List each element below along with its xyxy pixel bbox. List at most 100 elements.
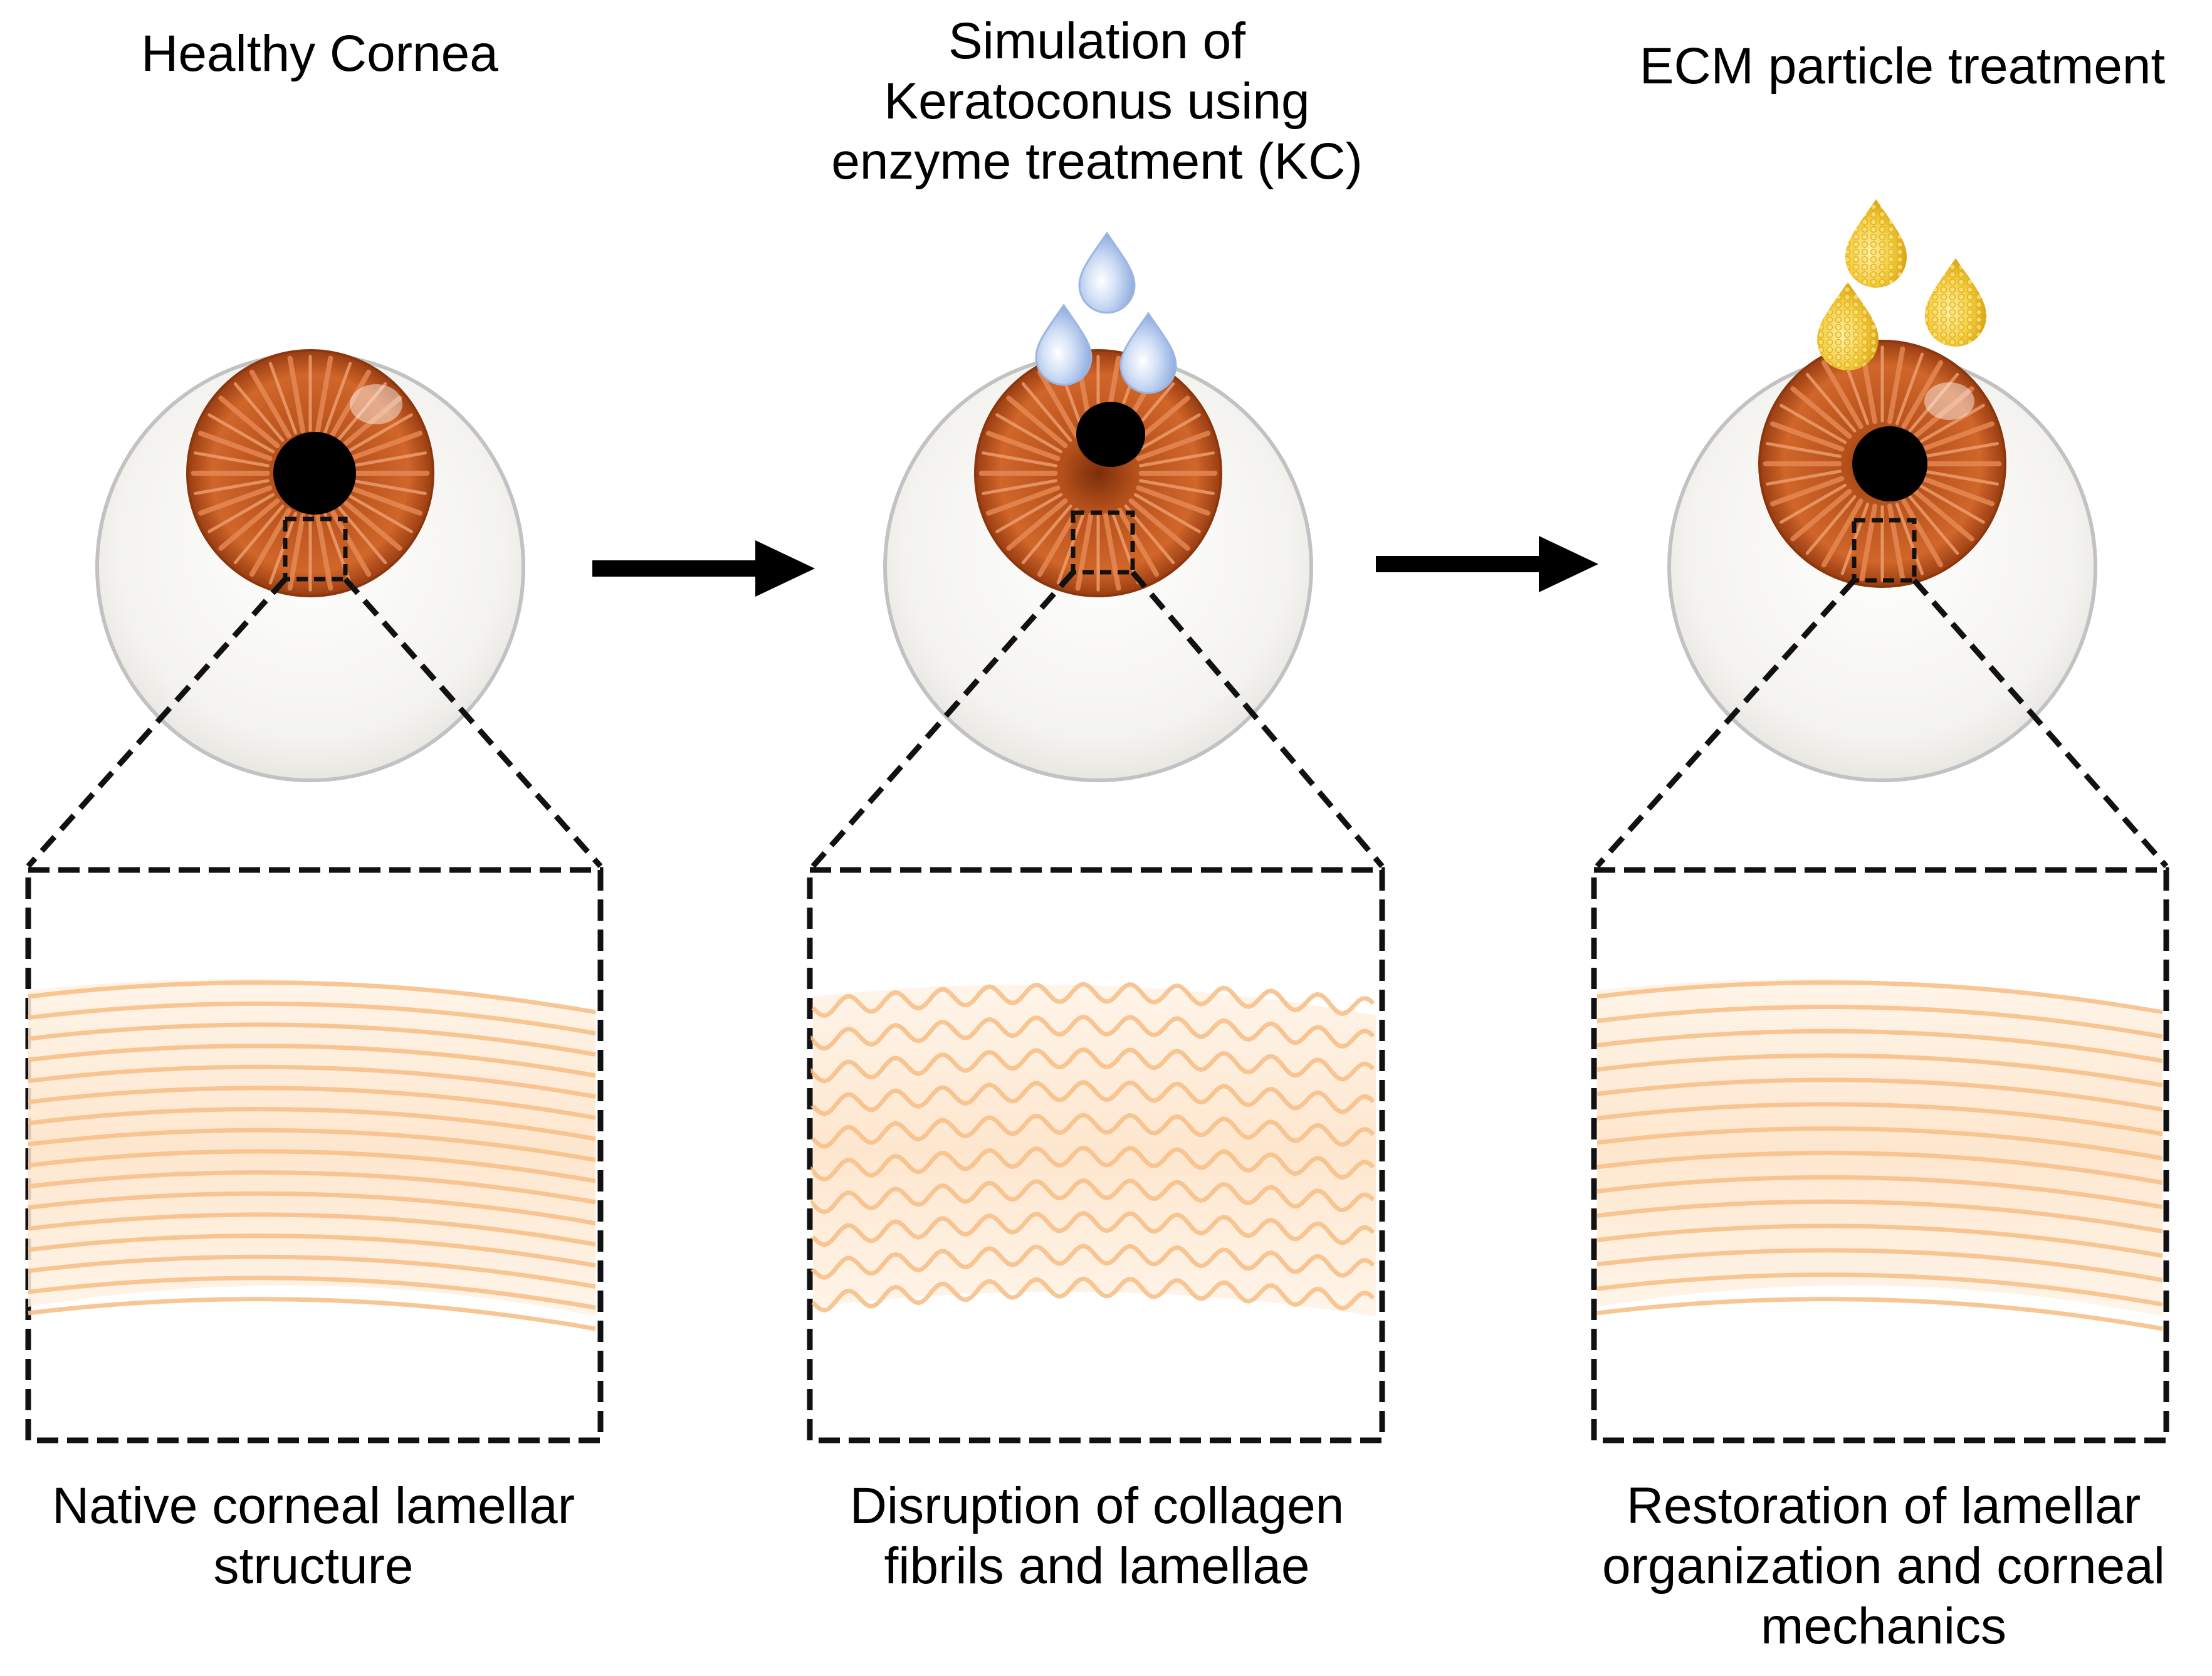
caption-line: fibrils and lamellae bbox=[884, 1537, 1310, 1595]
iris-fiber bbox=[315, 513, 333, 591]
lamella-line bbox=[810, 1178, 1375, 1215]
zoom-lines bbox=[1595, 578, 2169, 869]
title-line: enzyme treatment (KC) bbox=[831, 132, 1363, 190]
iris-fiber bbox=[345, 493, 413, 533]
iris-fiber bbox=[1901, 498, 1944, 568]
iris-fiber bbox=[287, 355, 306, 434]
lamella-line bbox=[28, 980, 596, 1015]
iris-fiber bbox=[1136, 485, 1210, 516]
iris-fiber bbox=[1075, 513, 1094, 591]
panel-keratoconus bbox=[807, 231, 1385, 1443]
lamella-line bbox=[1596, 1029, 2163, 1064]
iris-fiber bbox=[207, 413, 275, 454]
eye-keratoconus bbox=[883, 349, 1313, 782]
iris-fiber bbox=[345, 413, 413, 454]
eye-highlight bbox=[1924, 382, 1974, 420]
iris-fiber bbox=[218, 395, 280, 448]
iris-fiber bbox=[1006, 498, 1068, 551]
panel-title-ecm: ECM particle treatment bbox=[1595, 36, 2209, 97]
iris-fiber bbox=[249, 508, 291, 577]
iris-fiber bbox=[198, 431, 273, 461]
lamella-line bbox=[810, 1080, 1375, 1116]
iris-fiber bbox=[268, 511, 298, 585]
process-arrow-1 bbox=[592, 540, 815, 597]
caption-line: organization and corneal bbox=[1601, 1537, 2166, 1595]
pupil bbox=[1852, 426, 1927, 501]
iris-fiber bbox=[1021, 382, 1072, 442]
iris-fiber bbox=[1770, 421, 1845, 452]
lamella-line bbox=[1596, 980, 2163, 1015]
lamella-line bbox=[1596, 1151, 2163, 1185]
iris-fiber bbox=[351, 451, 427, 468]
zoom-box bbox=[807, 867, 1385, 1443]
iris-fiber bbox=[1917, 483, 1985, 524]
iris-fiber bbox=[1770, 476, 1845, 506]
panel-title-healthy: Healthy Cornea bbox=[60, 24, 580, 84]
lamella-line bbox=[28, 1275, 596, 1310]
iris-fiber bbox=[1821, 360, 1863, 429]
iris-fiber bbox=[1840, 502, 1870, 575]
iris-fiber bbox=[982, 451, 1057, 468]
iris-fiber bbox=[1887, 346, 1905, 424]
lamella-line bbox=[28, 1254, 596, 1289]
lamella-line bbox=[810, 1047, 1375, 1084]
iris-fiber bbox=[233, 505, 285, 565]
iris-fiber bbox=[1780, 404, 1847, 444]
lamella-line bbox=[811, 1276, 1375, 1313]
zoom-region-box bbox=[283, 516, 348, 582]
iris-fiber bbox=[1912, 386, 1974, 439]
iris-fiber bbox=[1790, 386, 1852, 439]
lamella-line bbox=[810, 1244, 1375, 1280]
panel-caption-healthy: Native corneal lamellar structure bbox=[9, 1476, 617, 1596]
eye-treated bbox=[1667, 340, 2097, 782]
lamella-line bbox=[1596, 1223, 2163, 1258]
iris-fiber bbox=[1037, 508, 1079, 577]
iris-fiber bbox=[986, 431, 1061, 461]
lamella-line bbox=[1596, 1004, 2163, 1039]
iris-fiber bbox=[995, 413, 1063, 454]
zoom-box bbox=[1591, 867, 2169, 1443]
iris-fiber bbox=[1133, 413, 1201, 454]
iris-fiber bbox=[348, 485, 422, 516]
enzyme-drop bbox=[1035, 303, 1093, 386]
iris-fiber bbox=[194, 479, 270, 495]
iris-fiber bbox=[207, 493, 275, 533]
iris-fiber bbox=[1136, 431, 1210, 461]
lamella-line bbox=[811, 982, 1375, 1019]
iris-fiber bbox=[1923, 442, 1999, 458]
iris-fiber bbox=[1139, 451, 1215, 468]
iris-fiber bbox=[351, 479, 427, 495]
panel-ecm-treatment bbox=[1591, 199, 2169, 1443]
zoom-region-box bbox=[1071, 510, 1135, 575]
iris-fiber bbox=[1117, 508, 1160, 577]
caption-line: mechanics bbox=[1761, 1597, 2006, 1655]
iris-fiber bbox=[1908, 372, 1959, 432]
caption-line: Disruption of collagen bbox=[849, 1477, 1344, 1534]
iris-fiber bbox=[1923, 469, 1999, 486]
iris-fiber bbox=[1133, 493, 1201, 533]
iris-fiber bbox=[1917, 404, 1985, 444]
enzyme-drops bbox=[1035, 231, 1177, 394]
panel-healthy bbox=[25, 349, 604, 1443]
lamellae-disrupted bbox=[810, 982, 1376, 1316]
lamella-line bbox=[28, 1233, 596, 1268]
iris-fiber bbox=[1912, 489, 1974, 542]
iris-fiber bbox=[1103, 513, 1121, 591]
zoom-lines bbox=[810, 570, 1385, 868]
iris-fiber bbox=[1821, 498, 1863, 568]
panel-caption-keratoconus: Disruption of collagen fibrils and lamel… bbox=[790, 1476, 1404, 1596]
enzyme-drop bbox=[1078, 231, 1136, 314]
iris-fiber bbox=[1037, 369, 1079, 439]
lamella-line bbox=[28, 1191, 596, 1226]
iris-fiber bbox=[1920, 476, 1994, 506]
lamella-line bbox=[28, 1149, 596, 1183]
iris bbox=[974, 349, 1222, 597]
lamella-line bbox=[1596, 1175, 2163, 1210]
pupil bbox=[273, 432, 356, 515]
iris-fiber bbox=[1908, 495, 1959, 555]
enzyme-drop bbox=[1119, 312, 1177, 394]
lamella-line bbox=[28, 1107, 596, 1141]
caption-line: Native corneal lamellar bbox=[51, 1477, 575, 1534]
